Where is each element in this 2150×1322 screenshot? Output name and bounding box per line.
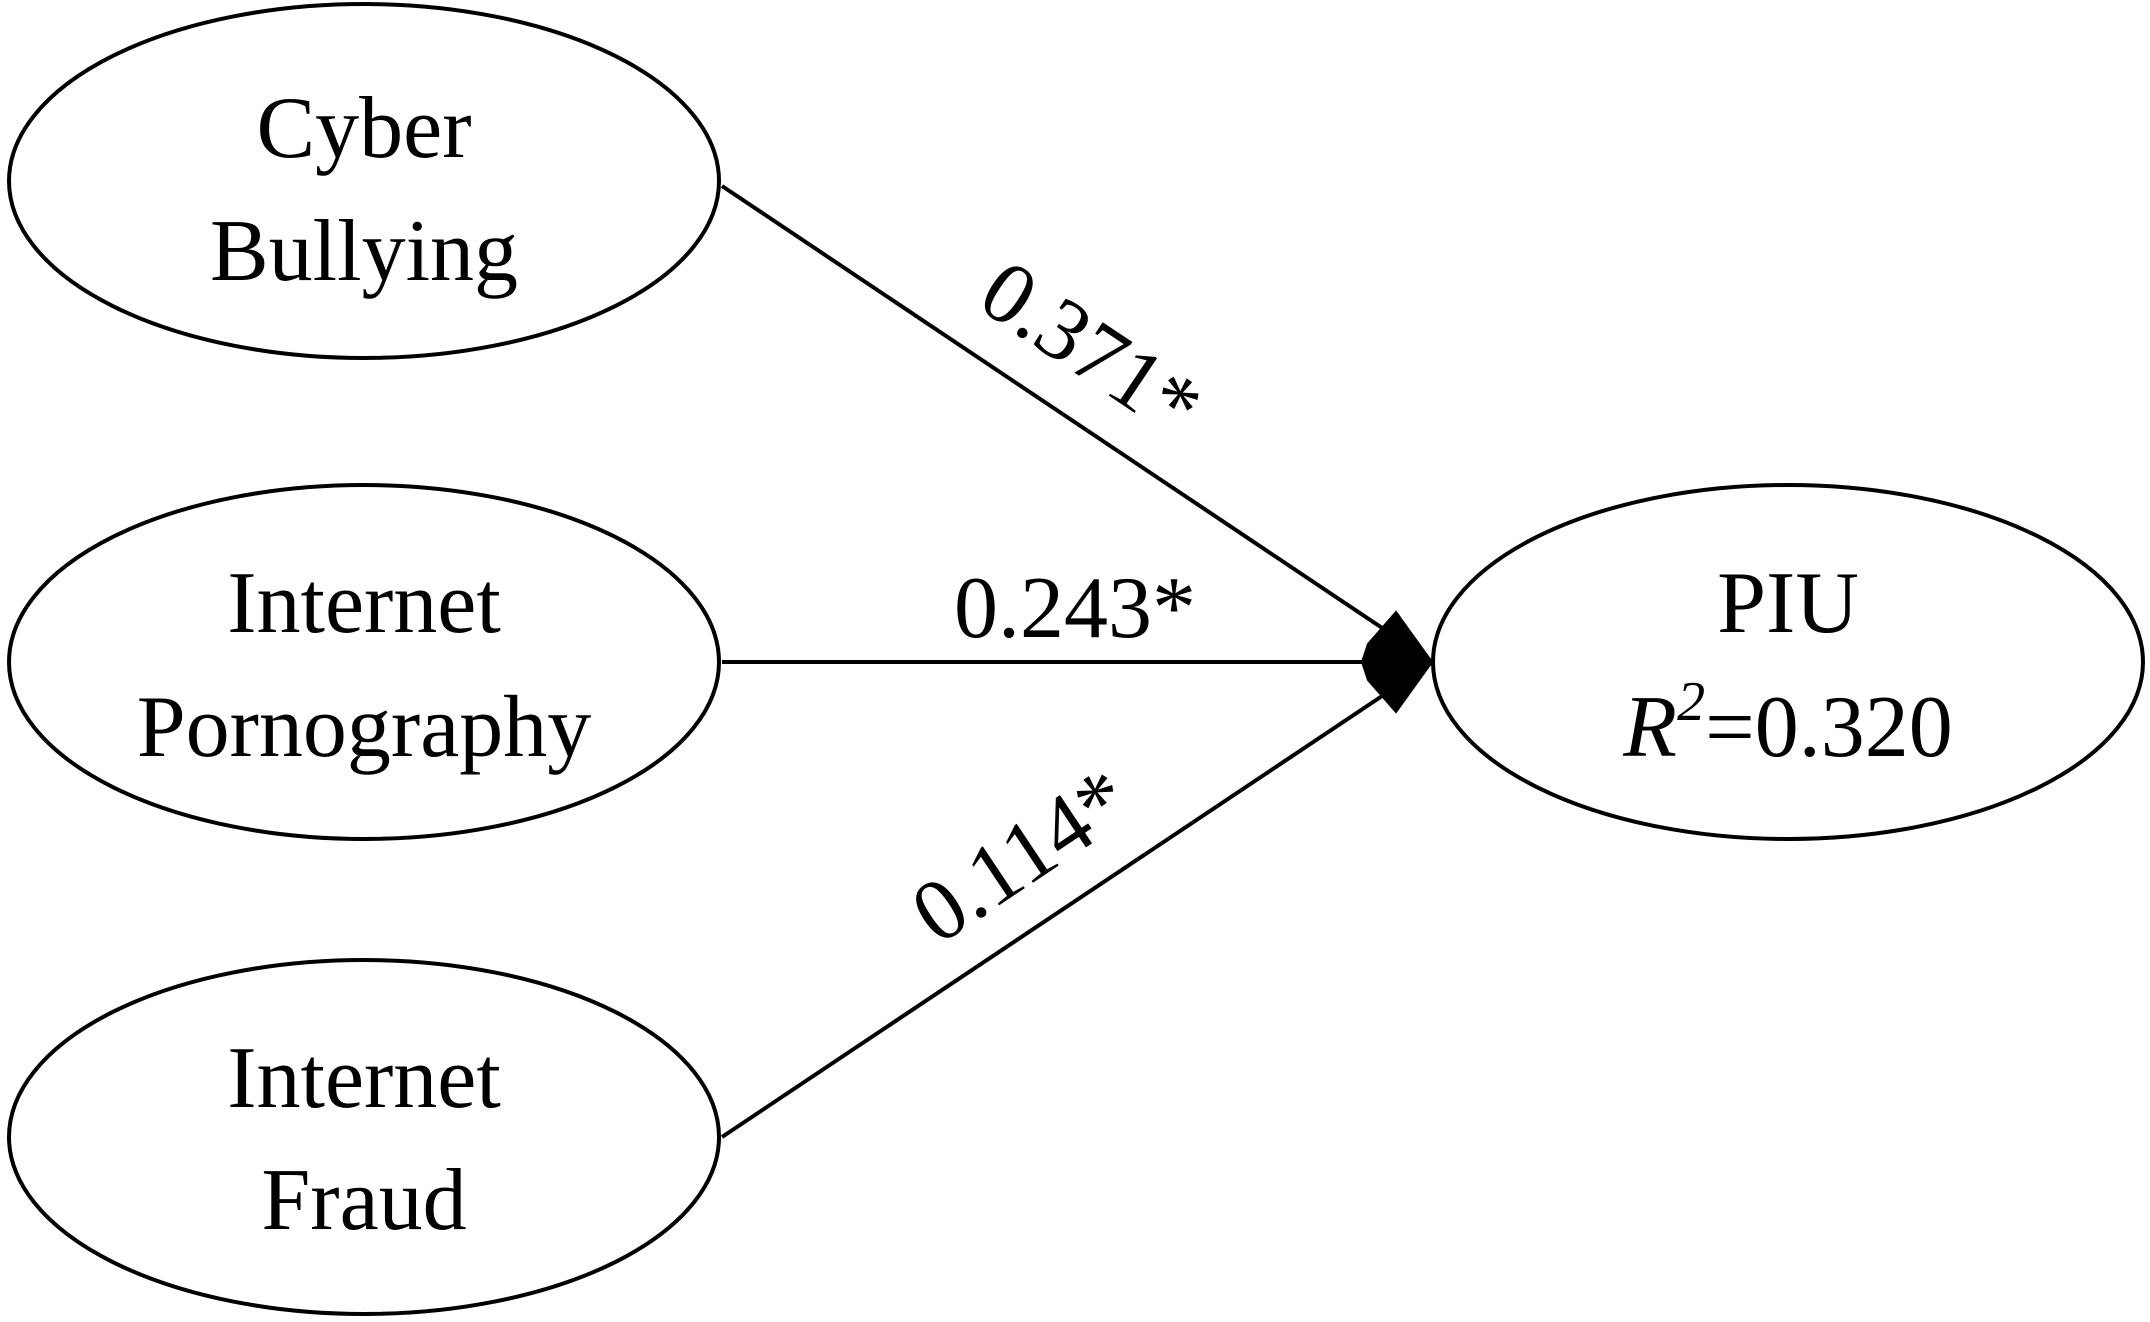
node-internet-fraud-line2: Fraud xyxy=(261,1152,466,1249)
r-squared-value: =0.320 xyxy=(1705,679,1953,776)
node-cyber-bullying-ellipse xyxy=(7,2,721,360)
node-internet-fraud-ellipse xyxy=(7,958,721,1316)
arrowhead-icon xyxy=(1360,610,1434,714)
node-internet-fraud-line1: Internet xyxy=(227,1030,501,1127)
node-internet-pornography: Internet Pornography xyxy=(7,483,721,841)
node-cyber-bullying-line1: Cyber xyxy=(256,80,471,177)
edges xyxy=(720,184,1434,1139)
node-piu-line1: PIU xyxy=(1717,555,1859,652)
edge-label-internet-fraud: 0.114* xyxy=(895,750,1147,963)
edge-internet-fraud-to-piu xyxy=(720,662,1432,1139)
node-piu: PIU R2=0.320 xyxy=(1431,483,2145,841)
node-piu-r-squared: R2=0.320 xyxy=(1622,671,1952,776)
node-internet-fraud: Internet Fraud xyxy=(7,958,721,1316)
node-internet-pornography-ellipse xyxy=(7,483,721,841)
node-cyber-bullying: Cyber Bullying xyxy=(7,2,721,360)
r-squared-symbol: R xyxy=(1622,679,1677,776)
node-internet-pornography-line1: Internet xyxy=(227,555,501,652)
node-piu-ellipse xyxy=(1431,483,2145,841)
edge-label-cyber-bullying: 0.371* xyxy=(963,242,1218,457)
r-squared-exponent: 2 xyxy=(1677,671,1705,733)
node-cyber-bullying-line2: Bullying xyxy=(210,203,518,300)
edge-label-internet-pornography: 0.243* xyxy=(954,560,1196,657)
edge-labels: 0.371* 0.243* 0.114* xyxy=(895,242,1218,963)
edge-cyber-bullying-to-piu xyxy=(720,184,1432,662)
node-internet-pornography-line2: Pornography xyxy=(137,679,592,776)
